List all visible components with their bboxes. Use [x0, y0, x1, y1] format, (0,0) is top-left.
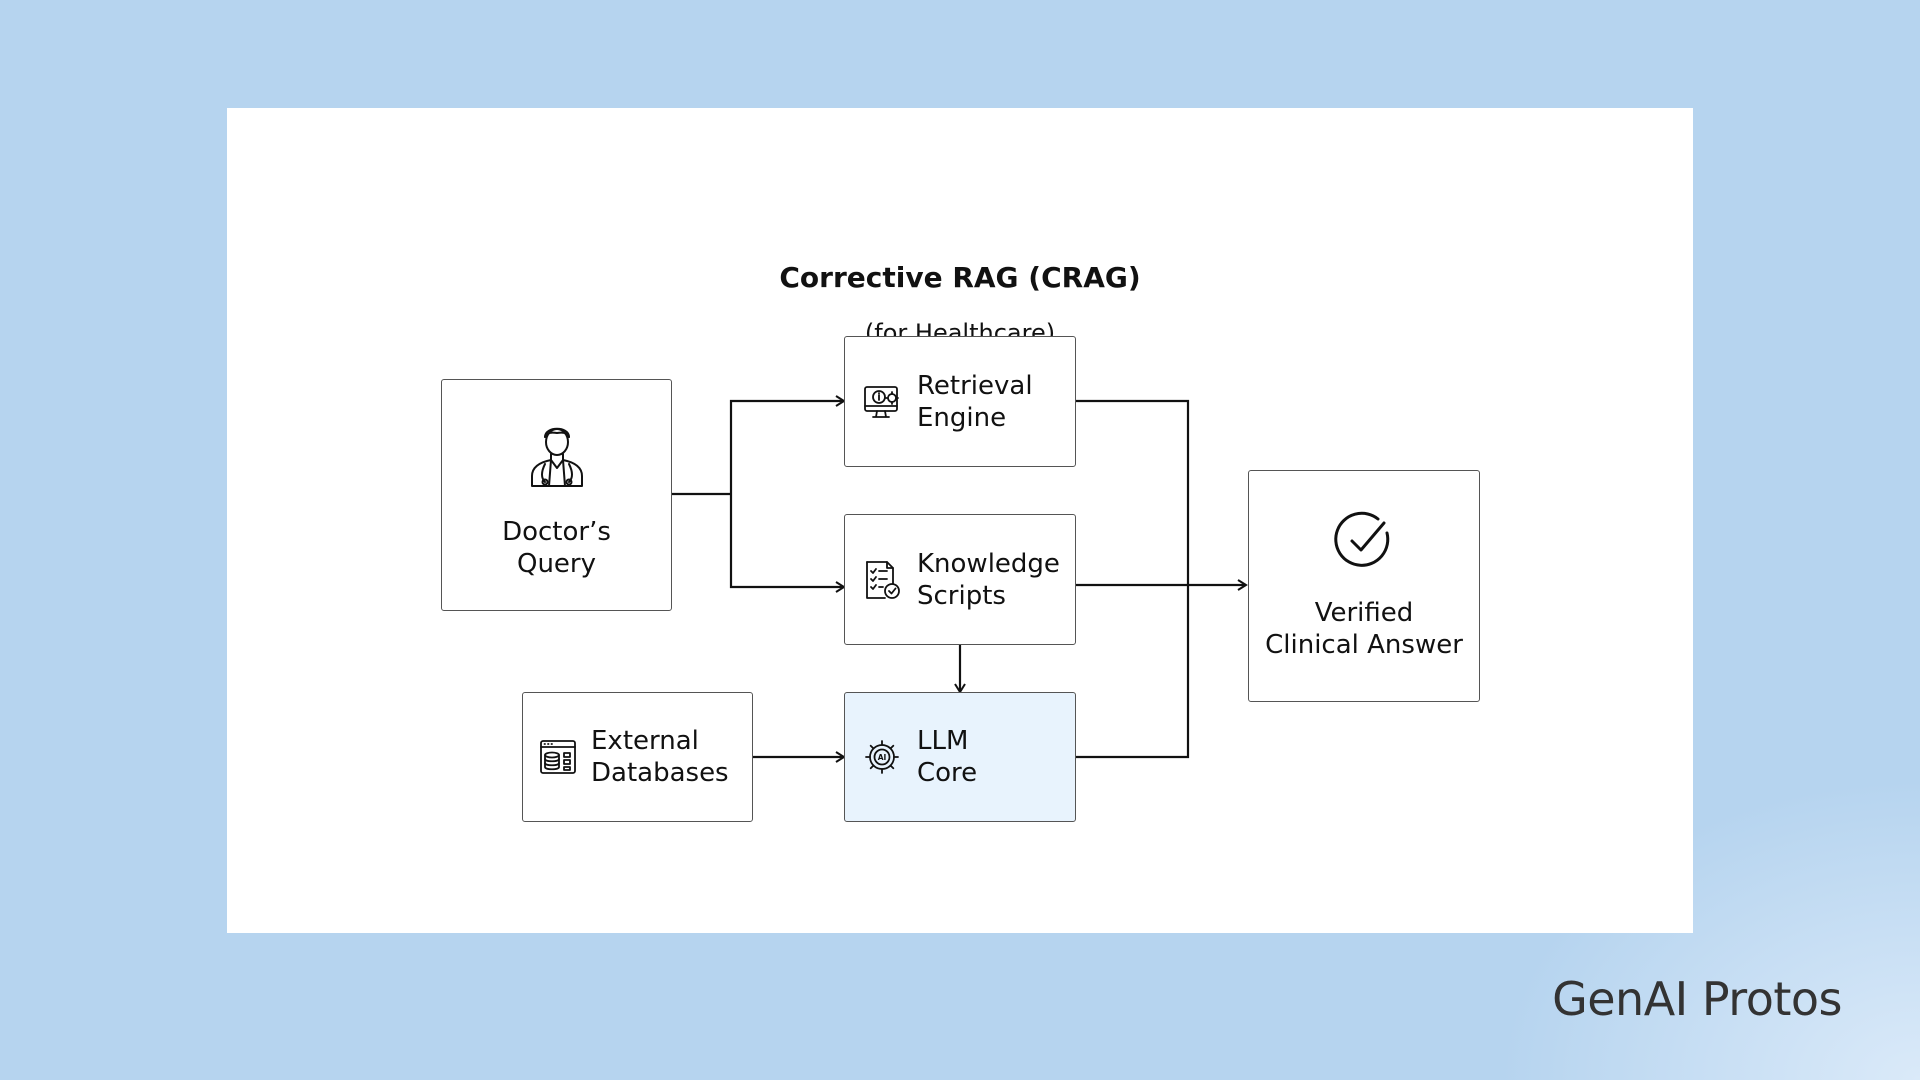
node-verified-answer: Verified Clinical Answer — [1248, 470, 1480, 702]
llm-core-line2: Core — [917, 758, 978, 788]
database-window-icon — [540, 740, 576, 774]
check-circle-icon — [1334, 511, 1390, 567]
external-databases-line1: External — [591, 726, 699, 756]
ai-gear-icon: AI — [865, 740, 899, 774]
edge-retrieval-to-bus — [1074, 399, 1190, 759]
svg-text:AI: AI — [878, 753, 887, 762]
external-databases-line2: Databases — [591, 758, 729, 788]
llm-core-line1: LLM — [917, 726, 969, 756]
node-retrieval-engine: Retrieval Engine — [844, 336, 1076, 467]
node-llm-core: AI LLM Core — [844, 692, 1076, 822]
node-doctors-query: Doctor’s Query — [441, 379, 672, 611]
connectors — [672, 395, 1248, 763]
edge-query-to-retrieval — [729, 395, 846, 494]
doctors-query-line1: Doctor’s — [502, 517, 611, 547]
brand-logo: GenAI Protos — [1552, 972, 1842, 1026]
edge-query-to-knowledge — [729, 494, 846, 593]
knowledge-scripts-line2: Scripts — [917, 580, 1006, 611]
retrieval-engine-line1: Retrieval — [917, 370, 1033, 401]
verified-answer-line1: Verified — [1314, 598, 1414, 628]
monitor-settings-icon — [864, 385, 899, 418]
node-knowledge-scripts: Knowledge Scripts — [844, 514, 1076, 645]
diagram-title: Corrective RAG (CRAG) — [779, 261, 1141, 294]
retrieval-engine-line2: Engine — [917, 402, 1007, 433]
doctor-icon — [530, 427, 583, 487]
checklist-document-icon — [866, 560, 900, 599]
diagram-card: Corrective RAG (CRAG) (for Healthcare) — [227, 108, 1693, 933]
node-external-databases: External Databases — [522, 692, 753, 822]
verified-answer-line2: Clinical Answer — [1265, 630, 1463, 660]
knowledge-scripts-line1: Knowledge — [917, 548, 1060, 579]
doctors-query-line2: Query — [516, 549, 596, 579]
